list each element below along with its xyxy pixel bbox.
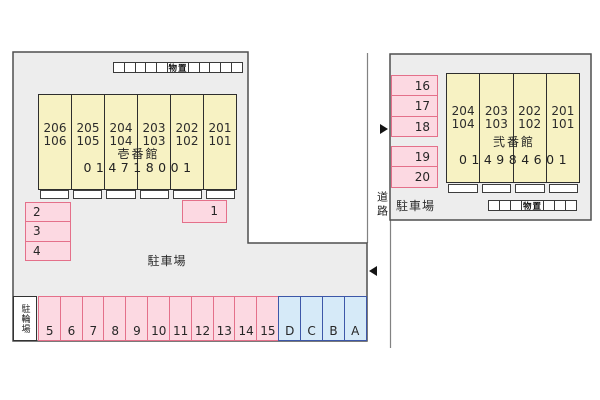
porch xyxy=(106,190,136,199)
bicycle-parking-label: 駐輪場 xyxy=(19,303,30,334)
parking-space-13: 13 xyxy=(212,296,236,341)
parking-space-3: 3 xyxy=(25,221,71,243)
building-1-code: 014718001 xyxy=(83,160,196,175)
porch xyxy=(548,184,578,193)
porch xyxy=(139,190,169,199)
parking-space-12: 12 xyxy=(190,296,215,341)
road-label-box: 道路 xyxy=(374,191,389,231)
parking-space-11: 11 xyxy=(168,296,193,341)
parking-space-5: 5 xyxy=(38,296,62,341)
building-2-porch-row xyxy=(446,184,580,193)
right-parking-area-label: 駐車場 xyxy=(396,199,436,213)
parking-space-18: 18 xyxy=(391,115,438,138)
parking-space-8: 8 xyxy=(103,296,127,341)
parking-space-16: 16 xyxy=(391,75,438,97)
parking-spaces-19-20: 19 20 xyxy=(391,146,438,189)
parking-spaces-2-4: 2 3 4 xyxy=(25,202,71,262)
building-2-code: 014984601 xyxy=(458,152,572,167)
storage-label: 物置 xyxy=(167,62,189,74)
storage-cell xyxy=(564,200,577,211)
parking-space-7: 7 xyxy=(81,296,105,341)
parking-space-1: 1 xyxy=(182,200,227,223)
porch xyxy=(73,190,103,199)
parking-space-4: 4 xyxy=(25,240,71,262)
parking-space-10: 10 xyxy=(147,296,171,341)
parking-space-15: 15 xyxy=(256,296,280,341)
porch xyxy=(40,190,70,199)
parking-spaces-16-18: 16 17 18 xyxy=(391,75,438,138)
storage-label: 物置 xyxy=(521,200,544,212)
road-label: 道路 xyxy=(375,191,389,219)
parking-space-20: 20 xyxy=(391,166,438,189)
bicycle-parking-box: 駐輪場 xyxy=(13,296,37,341)
parking-space-C: C xyxy=(299,296,324,341)
porch xyxy=(515,184,545,193)
left-parking-area-label: 駐車場 xyxy=(147,254,187,268)
parking-space-D: D xyxy=(278,296,302,341)
porch xyxy=(172,190,202,199)
bottom-parking-row: 5 6 7 8 9 10 11 12 13 14 15 D C B A xyxy=(38,296,367,341)
left-storage-shed-row: 物置 xyxy=(113,62,243,74)
porch xyxy=(481,184,511,193)
building-1-porch-row xyxy=(38,190,237,199)
parking-space-6: 6 xyxy=(59,296,84,341)
left-arrow-icon xyxy=(369,266,377,276)
parking-space-17: 17 xyxy=(391,95,438,118)
parking-space-2: 2 xyxy=(25,202,71,223)
building-1-name: 壱番館 xyxy=(117,147,160,161)
parking-space-9: 9 xyxy=(125,296,149,341)
porch xyxy=(448,184,478,193)
right-storage-shed-row: 物置 xyxy=(488,200,577,212)
parking-space-19: 19 xyxy=(391,146,438,168)
porch xyxy=(205,190,236,199)
parking-space-B: B xyxy=(321,296,346,341)
storage-cell xyxy=(231,62,243,73)
parking-space-A: A xyxy=(343,296,367,341)
parking-space-14: 14 xyxy=(234,296,258,341)
right-arrow-icon xyxy=(380,124,388,134)
building-2-name: 弐番館 xyxy=(492,135,535,149)
